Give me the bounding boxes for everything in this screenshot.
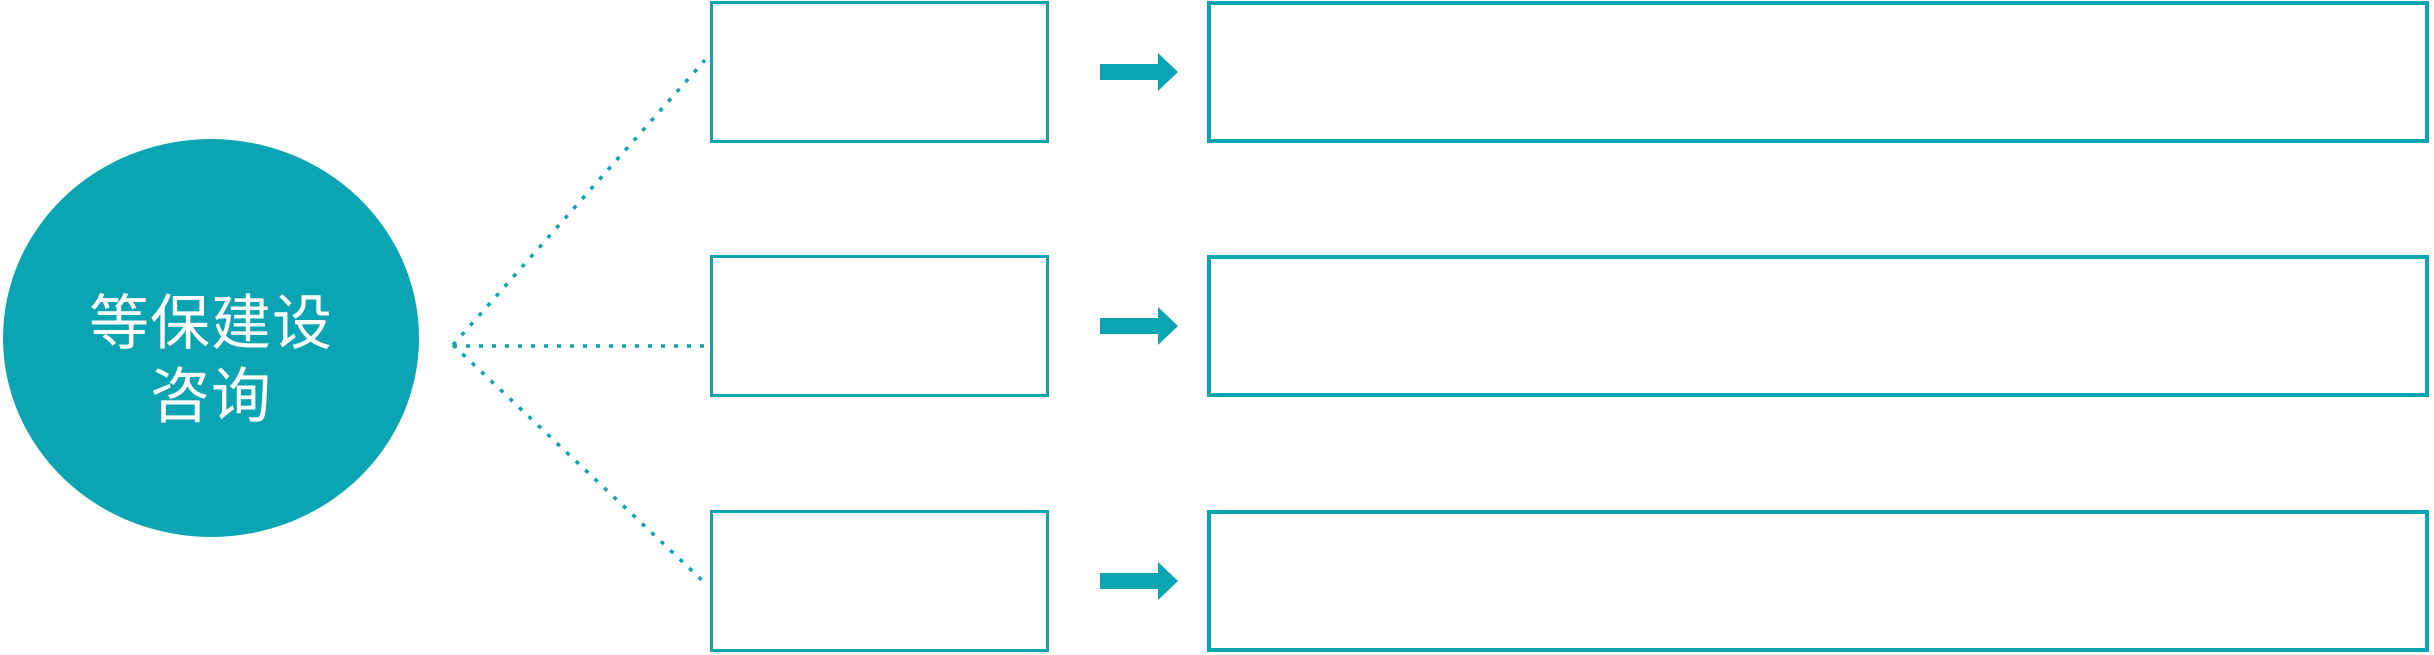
step-box-3-label bbox=[713, 513, 1046, 649]
step-box-1-label bbox=[713, 4, 1046, 140]
right-arrow-icon bbox=[1100, 307, 1178, 345]
detail-box-2-label bbox=[1211, 259, 2425, 393]
step-box-2-label bbox=[713, 258, 1046, 394]
step-box-1 bbox=[710, 1, 1049, 143]
detail-box-1-label bbox=[1211, 5, 2425, 139]
detail-box-2 bbox=[1207, 255, 2429, 397]
right-arrow-icon bbox=[1100, 562, 1178, 600]
step-box-2 bbox=[710, 255, 1049, 397]
hub-label-line2: 咨询 bbox=[150, 363, 272, 430]
hub-circle: 等保建设 咨询 bbox=[3, 139, 419, 537]
right-arrow-icon bbox=[1100, 53, 1178, 91]
hub-label-line1: 等保建设 bbox=[89, 290, 333, 357]
detail-box-3-label bbox=[1211, 514, 2425, 648]
connector-line-bottom-icon bbox=[451, 343, 708, 586]
connector-line-top-icon bbox=[451, 58, 707, 347]
detail-box-1 bbox=[1207, 1, 2429, 143]
step-box-3 bbox=[710, 510, 1049, 652]
detail-box-3 bbox=[1207, 510, 2429, 652]
